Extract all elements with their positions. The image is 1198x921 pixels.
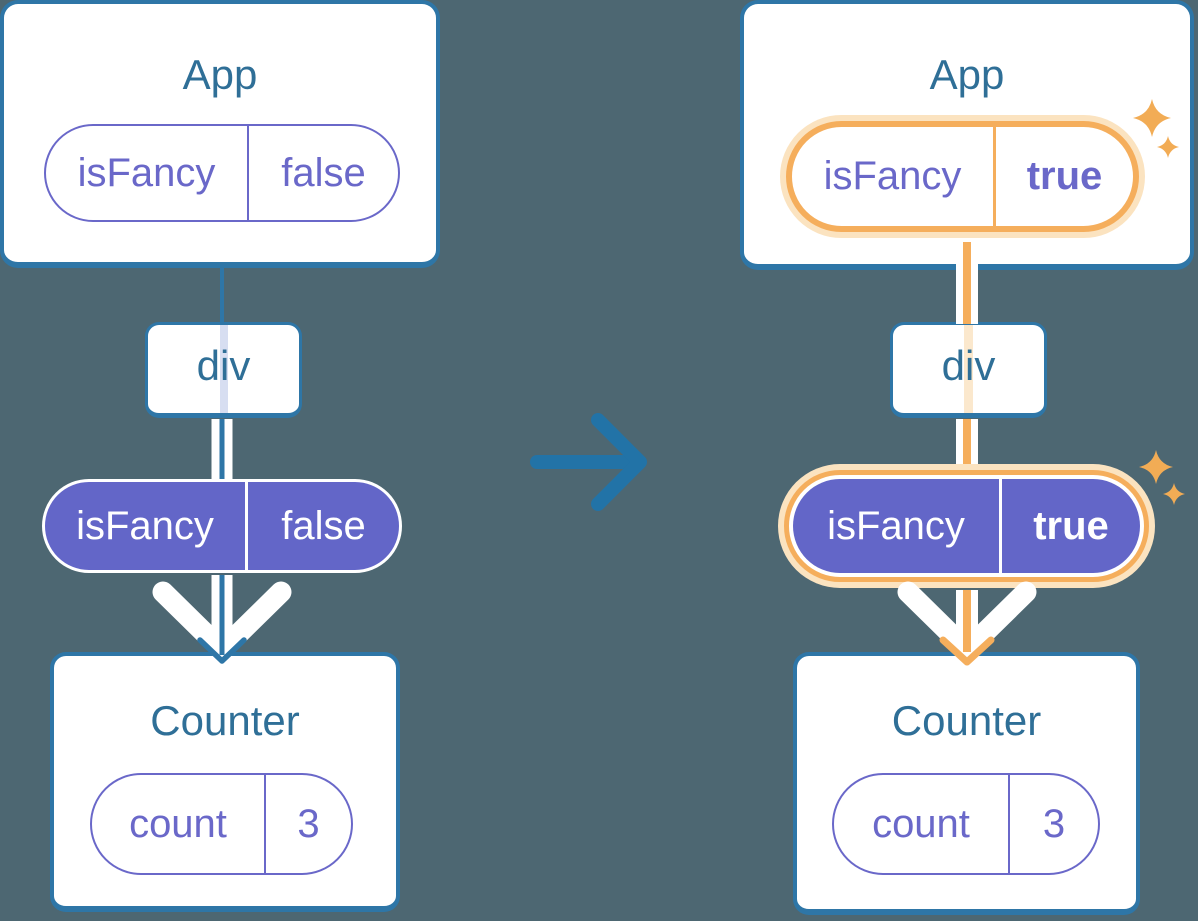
after-div-label: div bbox=[941, 342, 996, 390]
after-div-passthrough-line bbox=[963, 325, 973, 413]
before-div-label: div bbox=[196, 342, 251, 390]
before-counter-title: Counter bbox=[150, 697, 300, 744]
prop-name: isFancy bbox=[76, 503, 214, 548]
prop-value: true bbox=[1026, 154, 1103, 198]
sparkle-icon bbox=[1163, 483, 1185, 505]
state-name: count bbox=[129, 801, 227, 846]
pill-divider bbox=[247, 126, 249, 220]
before-div-card: div bbox=[145, 322, 302, 418]
before-passed-prop-pill: isFancy false bbox=[42, 479, 402, 573]
before-arrow-down-icon bbox=[152, 575, 292, 664]
after-div-card: div bbox=[890, 322, 1047, 418]
pill-body: isFancy true bbox=[793, 479, 1140, 573]
state-name: count bbox=[872, 801, 970, 846]
after-counter-state-pill: count 3 bbox=[832, 773, 1100, 875]
after-passed-prop-pill-highlighted: isFancy true bbox=[778, 464, 1155, 588]
pill-divider bbox=[993, 127, 996, 226]
prop-name: isFancy bbox=[827, 503, 965, 548]
after-counter-title: Counter bbox=[891, 697, 1042, 744]
pill-divider bbox=[264, 775, 266, 873]
pill-divider bbox=[245, 482, 248, 570]
sparkle-icon bbox=[1139, 450, 1173, 484]
before-div-passthrough-line bbox=[219, 325, 228, 413]
state-value: 3 bbox=[1042, 801, 1066, 846]
after-app-title: App bbox=[929, 51, 1005, 98]
pill-divider bbox=[999, 479, 1002, 573]
arrow-right-icon bbox=[530, 413, 647, 511]
prop-value: false bbox=[281, 503, 366, 548]
before-counter-state-pill: count 3 bbox=[90, 773, 353, 875]
prop-name: isFancy bbox=[77, 150, 216, 195]
after-counter-card: Counter count 3 bbox=[793, 652, 1140, 915]
prop-value: false bbox=[281, 150, 366, 195]
state-value: 3 bbox=[297, 801, 320, 846]
after-app-prop-pill-highlighted: isFancy true bbox=[780, 115, 1145, 238]
pill-divider bbox=[1008, 775, 1010, 873]
before-counter-card: Counter count 3 bbox=[50, 652, 400, 912]
before-app-prop-pill: isFancy false bbox=[44, 124, 400, 222]
before-app-title: App bbox=[182, 51, 258, 98]
prop-value: true bbox=[1033, 503, 1109, 548]
highlight-ring: isFancy true bbox=[784, 470, 1149, 582]
highlight-ring: isFancy true bbox=[786, 121, 1139, 232]
prop-name: isFancy bbox=[823, 154, 962, 198]
